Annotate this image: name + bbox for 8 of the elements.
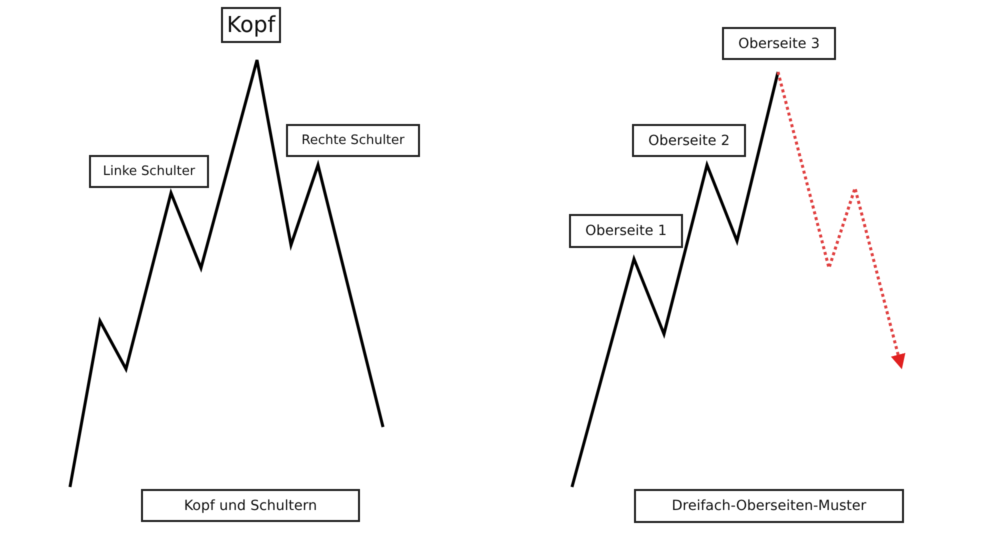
peak-label: Linke Schulter <box>89 155 209 188</box>
peak-label: Oberseite 2 <box>632 124 746 157</box>
pattern-label: Kopf und Schultern <box>141 489 360 522</box>
peak-label: Oberseite 1 <box>569 214 683 248</box>
title-label: Kopf <box>221 7 281 43</box>
peak-label: Oberseite 3 <box>722 27 836 60</box>
pattern-label: Dreifach-Oberseiten-Muster <box>634 489 904 523</box>
peak-label: Rechte Schulter <box>286 124 420 157</box>
